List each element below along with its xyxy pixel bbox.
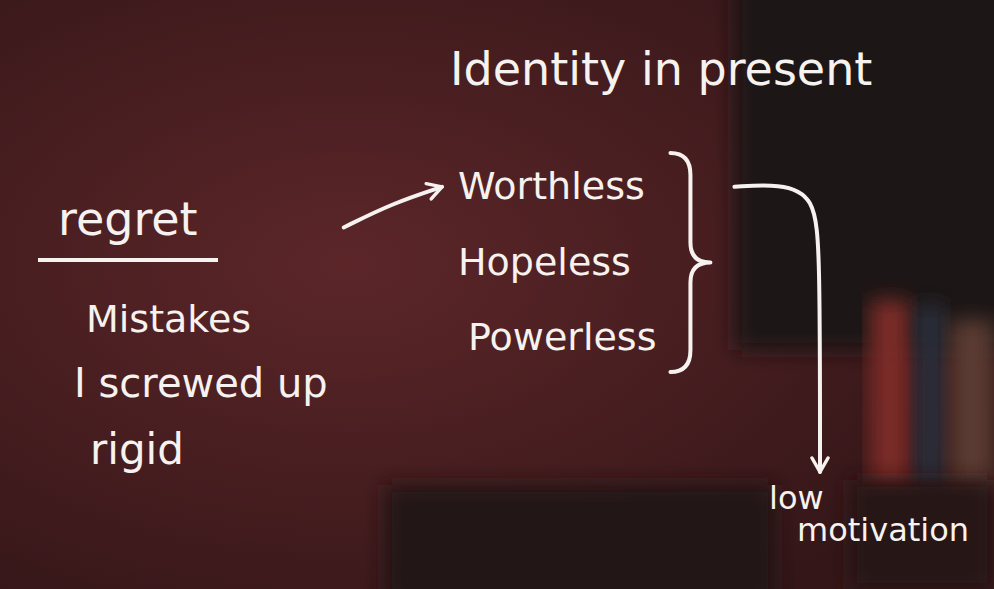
handwritten-item: Worthless <box>458 165 645 209</box>
book <box>870 300 910 490</box>
handwritten-item: Powerless <box>468 316 656 360</box>
arrow-connector <box>344 187 442 228</box>
handwritten-item: low motivation <box>769 482 994 546</box>
book <box>950 320 994 490</box>
handwritten-item: Mistakes <box>86 298 251 342</box>
underlined-heading: regret <box>38 193 218 262</box>
cabinet <box>385 485 775 589</box>
text-group: regretMistakes I screwed up rigid <box>30 185 336 482</box>
group-heading: Identity in present <box>450 43 872 96</box>
book <box>915 305 945 490</box>
arrow-connector <box>734 186 820 472</box>
handwritten-item: Hopeless <box>458 241 631 285</box>
curly-brace <box>670 153 710 372</box>
handwritten-item: I screwed up <box>74 360 328 406</box>
handwritten-item: rigid <box>90 426 184 474</box>
text-group: Identity in presentWorthlessHopelessPowe… <box>450 157 730 368</box>
text-group: low motivation <box>765 478 994 550</box>
